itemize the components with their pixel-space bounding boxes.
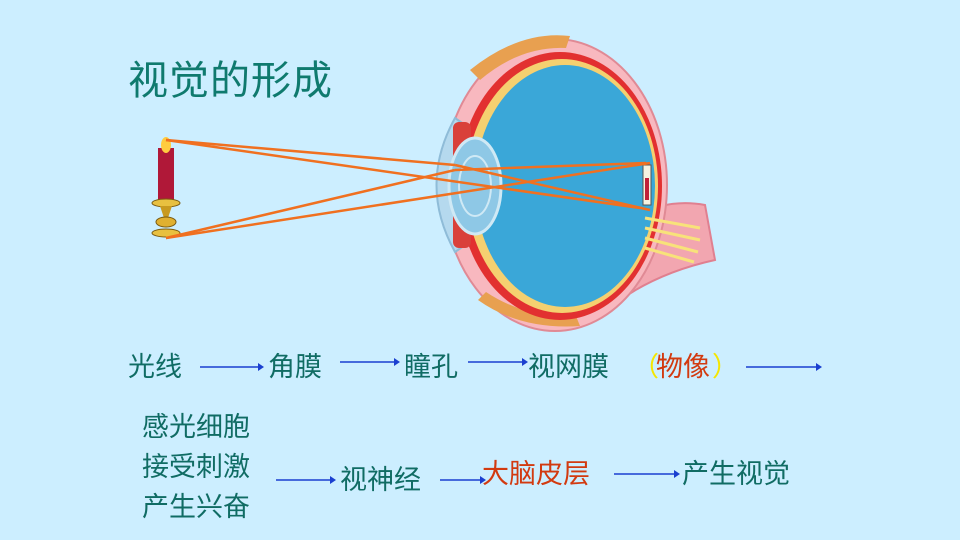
nerve-fibers	[644, 216, 701, 264]
flow-step-vision: 产生视觉	[682, 459, 790, 490]
arrow-right-icon	[340, 358, 400, 366]
receptor-line-2: 接受刺激	[142, 452, 250, 483]
vitreous-body	[475, 65, 655, 307]
arrow-right-icon	[200, 363, 264, 371]
flow-step-retina: 视网膜	[528, 352, 609, 383]
arrow-right-icon	[746, 363, 822, 371]
flow-step-light: 光线	[128, 352, 182, 383]
receptor-line-1: 感光细胞	[142, 412, 250, 443]
flow-step-optic-nerve: 视神经	[340, 465, 421, 496]
receptor-line-3: 产生兴奋	[142, 492, 250, 523]
candle	[151, 137, 181, 238]
flow-step-cerebral-cortex: 大脑皮层	[482, 459, 590, 490]
arrow-right-icon	[614, 470, 680, 478]
slide-title: 视觉的形成	[128, 58, 333, 104]
upper-lid	[470, 35, 570, 80]
flow-step-pupil: 瞳孔	[404, 352, 458, 383]
light-rays	[165, 138, 651, 240]
flow-step-image: 物像	[656, 352, 710, 383]
arrow-right-icon	[440, 476, 486, 484]
paren-close: ）	[712, 352, 739, 383]
arrow-right-icon	[468, 358, 528, 366]
paren-open: （	[632, 352, 659, 383]
flow-step-cornea: 角膜	[268, 352, 322, 383]
arrow-right-icon	[276, 476, 336, 484]
